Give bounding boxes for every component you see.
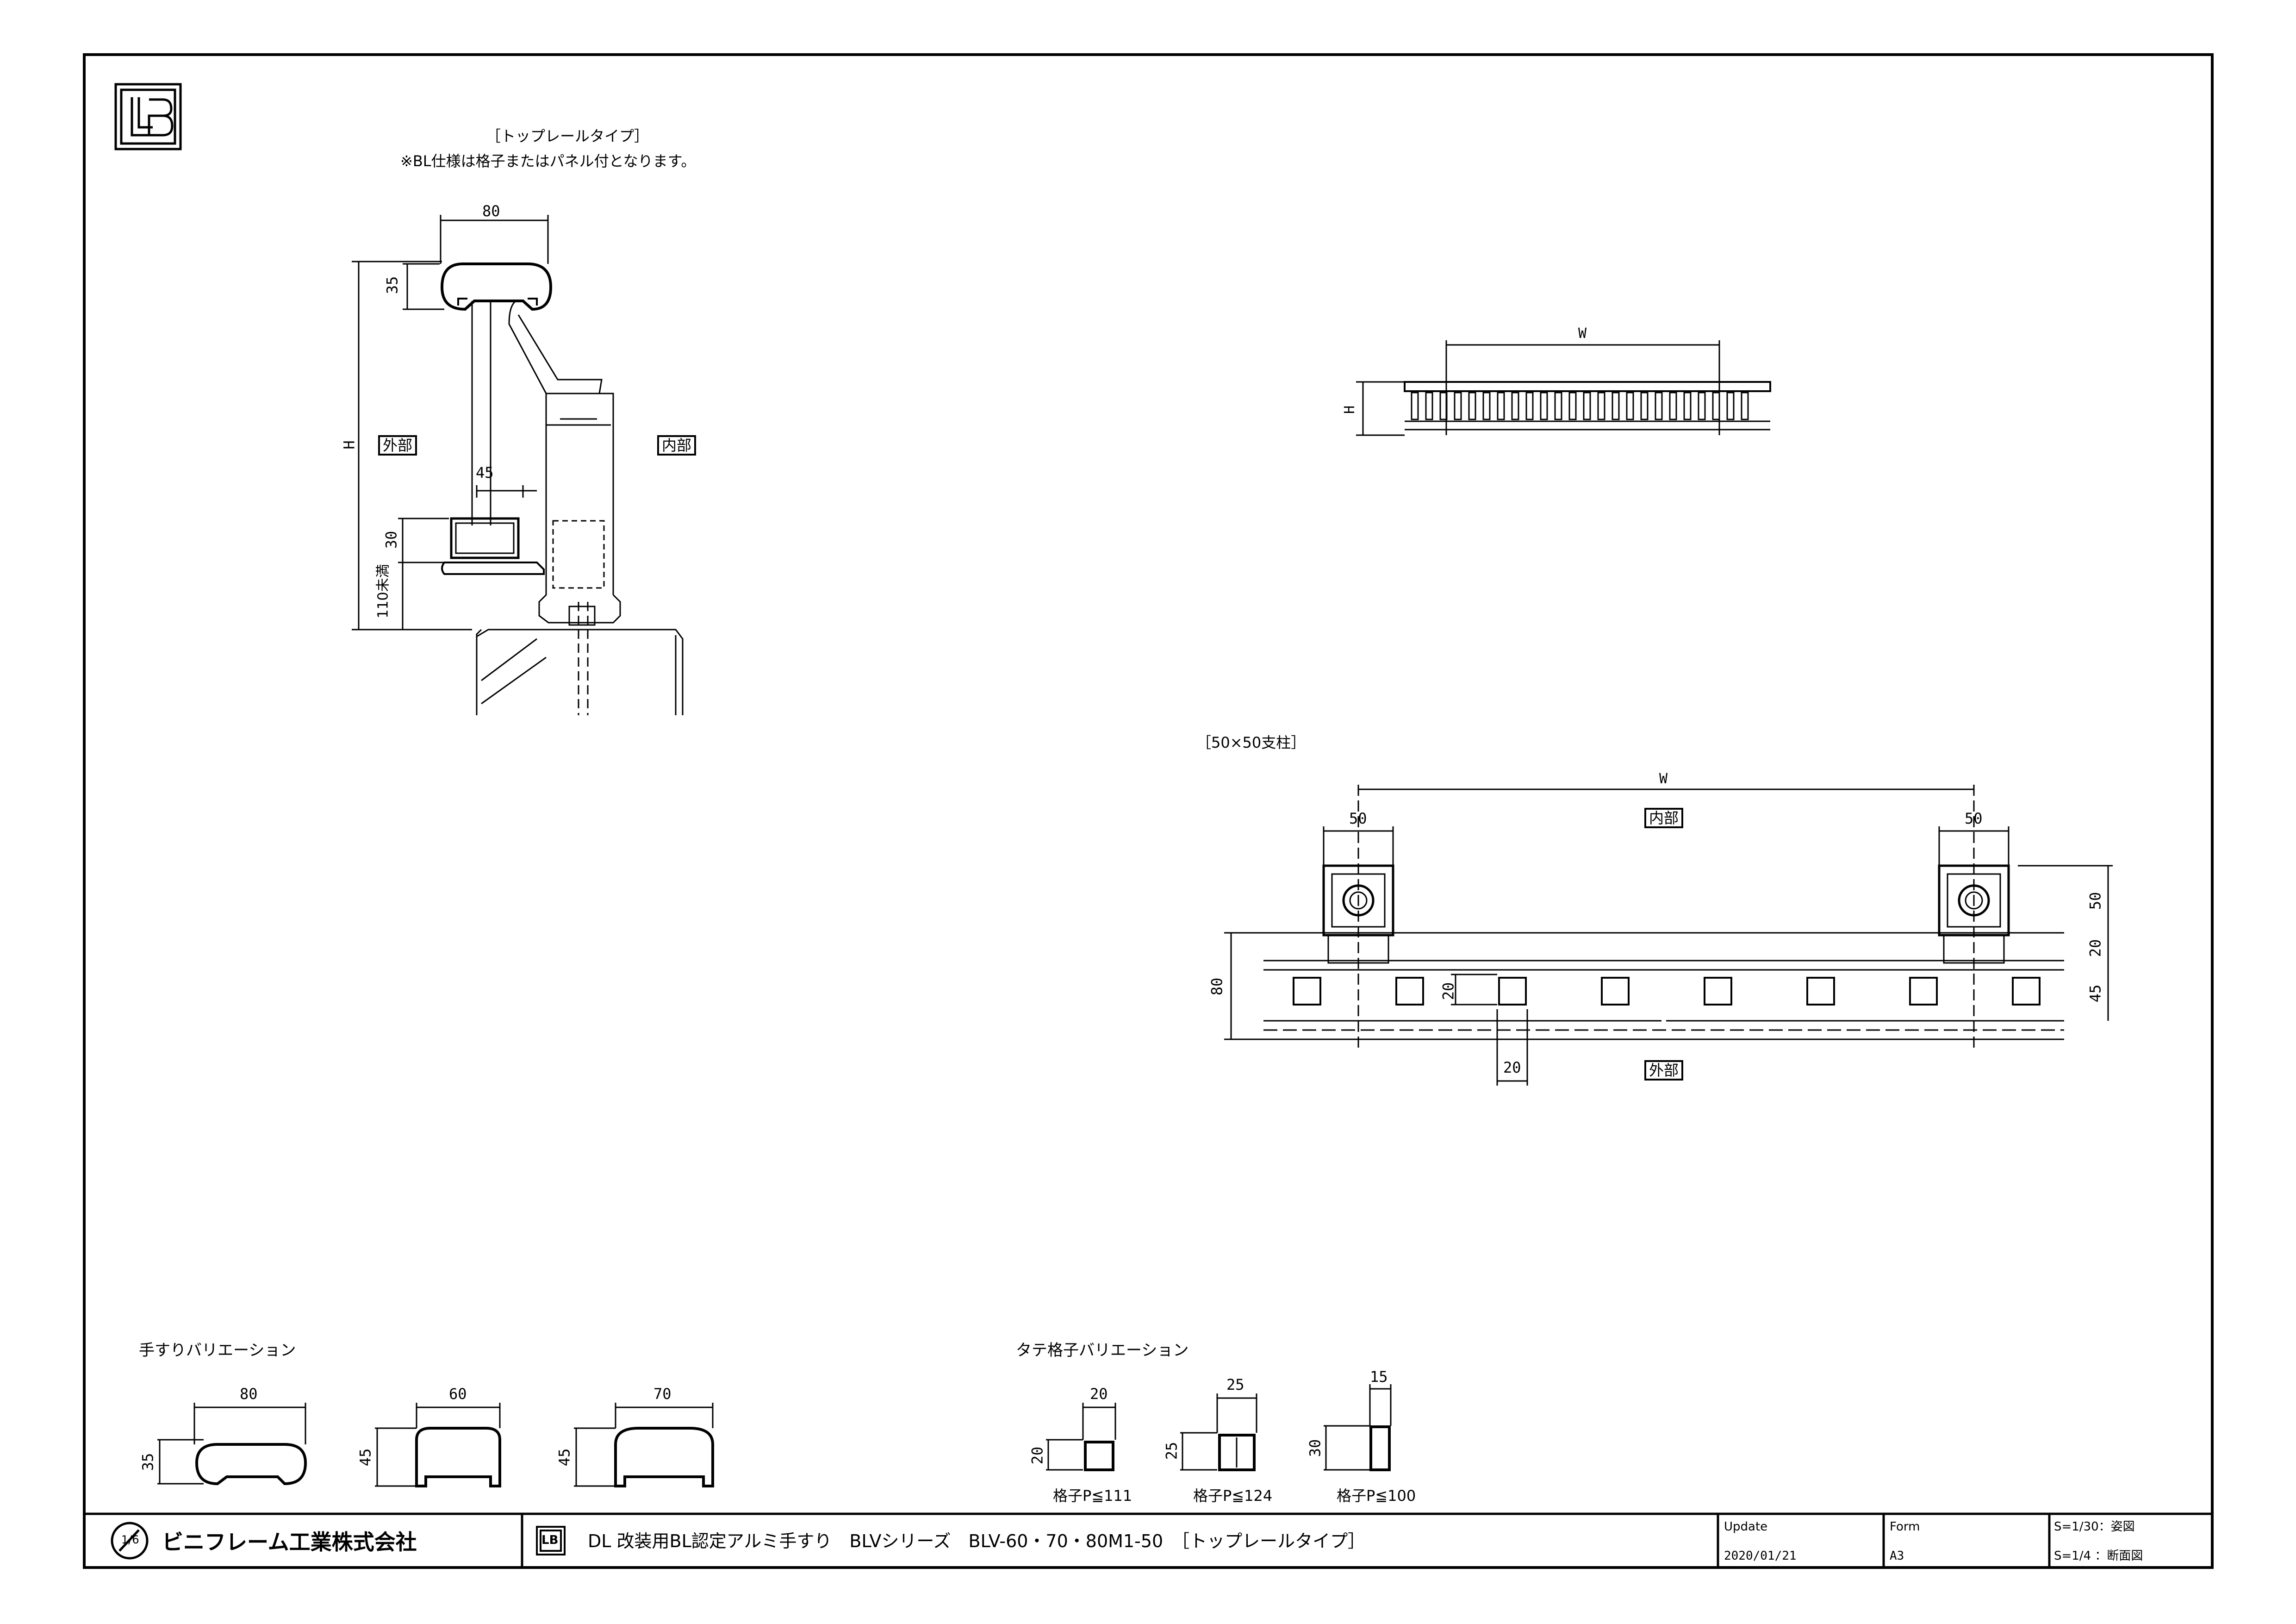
dim-h: H — [340, 440, 358, 450]
plan-width-label: W — [1659, 771, 1668, 787]
logo-mark — [114, 83, 182, 150]
hv1-height: 35 — [139, 1453, 157, 1471]
scale-section: S=1/4 ：断面図 — [2054, 1549, 2143, 1563]
section-note: ※BL仕様は格子またはパネル付となります。 — [400, 152, 696, 170]
company-mark-text: 1/6 — [121, 1533, 139, 1546]
elevation-baluster — [1726, 392, 1735, 420]
dim-bar-gap: 20 — [1503, 1059, 1521, 1076]
plan-bar — [1909, 977, 1938, 1006]
dim-gap: 20 — [2086, 939, 2104, 957]
dim-total-depth: 80 — [1208, 977, 1226, 996]
company-mark — [111, 1522, 149, 1560]
elevation-baluster — [1482, 392, 1491, 420]
dim-post-depth: 50 — [2086, 892, 2104, 910]
elevation-baluster — [1454, 392, 1462, 420]
section-outside-label: 外部 — [378, 435, 417, 456]
elevation-baluster — [1655, 392, 1663, 420]
dim-post-left: 50 — [1349, 810, 1367, 827]
bv2-width: 25 — [1226, 1376, 1244, 1393]
elevation-baluster — [1554, 392, 1562, 420]
bv2-height: 25 — [1163, 1442, 1181, 1460]
plan-drawing — [1224, 785, 2113, 1086]
hv2-height: 45 — [356, 1448, 374, 1467]
elevation-balusters — [1411, 392, 1749, 420]
elevation-drawing — [1356, 340, 1771, 436]
plan-bar — [1293, 977, 1321, 1006]
elevation-baluster — [1540, 392, 1548, 420]
elevation-baluster — [1568, 392, 1577, 420]
elevation-baluster — [1439, 392, 1448, 420]
elevation-baluster — [1626, 392, 1634, 420]
plan-outside-label: 外部 — [1644, 1060, 1684, 1081]
form-value: A3 — [1890, 1549, 1904, 1563]
rail-section-drawing — [352, 215, 684, 715]
dim-rail-width: 80 — [482, 202, 500, 220]
bv1-width: 20 — [1090, 1385, 1108, 1403]
title-block-frame — [84, 1512, 2212, 1568]
plan-inside-label: 内部 — [1644, 808, 1684, 828]
company-name: ビニフレーム工業株式会社 — [162, 1530, 417, 1555]
dim-post-width: 45 — [476, 464, 494, 481]
plan-bar — [1806, 977, 1835, 1006]
plan-bar — [1498, 977, 1527, 1006]
handrail-variations-title: 手すりバリエーション — [139, 1341, 296, 1360]
bv1-height: 20 — [1028, 1446, 1046, 1465]
section-title: ［トップレールタイプ］ — [486, 127, 649, 145]
bv3-height: 30 — [1306, 1439, 1324, 1457]
elevation-baluster — [1468, 392, 1476, 420]
bar-variation-drawings — [1046, 1384, 1392, 1471]
update-date: 2020/01/21 — [1724, 1549, 1797, 1563]
hv3-height: 45 — [555, 1448, 573, 1467]
drawing-title: DL 改装用BL認定アルミ手すり BLVシリーズ BLV-60・70・80M1-… — [588, 1531, 1366, 1551]
plan-bar — [1601, 977, 1630, 1006]
sheet-border — [83, 53, 2214, 1569]
plan-bar — [2012, 977, 2041, 1006]
bar-variations-title: タテ格子バリエーション — [1016, 1341, 1189, 1360]
hv1-width: 80 — [240, 1385, 258, 1403]
title-logo-mark — [536, 1526, 566, 1555]
elevation-baluster — [1583, 392, 1591, 420]
update-label: Update — [1724, 1520, 1768, 1534]
plan-bar — [1395, 977, 1424, 1006]
title-logo-text: LB — [541, 1533, 559, 1547]
section-inside-label: 内部 — [657, 435, 697, 456]
bv1-pitch: 格子P≦111 — [1053, 1487, 1132, 1505]
elevation-width-label: W — [1578, 325, 1587, 342]
scale-elevation: S=1/30：姿図 — [2054, 1520, 2135, 1534]
plan-bar — [1704, 977, 1732, 1006]
bv3-width: 15 — [1370, 1368, 1388, 1386]
form-label: Form — [1890, 1520, 1920, 1534]
elevation-baluster — [1525, 392, 1534, 420]
elevation-height-label: H — [1342, 405, 1358, 414]
hv2-width: 60 — [449, 1385, 467, 1403]
elevation-baluster — [1497, 392, 1505, 420]
dim-rail-depth: 45 — [2086, 984, 2104, 1003]
dim-bar-size: 20 — [1439, 982, 1457, 1000]
dim-rail-height: 35 — [383, 276, 401, 294]
elevation-baluster — [1597, 392, 1605, 420]
handrail-variation-drawings — [157, 1403, 714, 1487]
dim-lower-rail: 30 — [382, 531, 400, 549]
bv3-pitch: 格子P≦100 — [1337, 1487, 1416, 1505]
elevation-baluster — [1411, 392, 1419, 420]
dim-bottom-gap: 110未満 — [375, 564, 392, 618]
bv2-pitch: 格子P≦124 — [1193, 1487, 1273, 1505]
elevation-baluster — [1612, 392, 1620, 420]
elevation-baluster — [1511, 392, 1519, 420]
hv3-width: 70 — [653, 1385, 672, 1403]
elevation-baluster — [1425, 392, 1433, 420]
elevation-baluster — [1640, 392, 1649, 420]
elevation-baluster — [1712, 392, 1720, 420]
elevation-baluster — [1683, 392, 1692, 420]
dim-post-right: 50 — [1965, 810, 1983, 827]
elevation-baluster — [1698, 392, 1706, 420]
elevation-baluster — [1741, 392, 1749, 420]
elevation-baluster — [1669, 392, 1677, 420]
plan-title: ［50×50支柱］ — [1196, 734, 1306, 751]
plan-bars — [1293, 977, 2041, 1006]
